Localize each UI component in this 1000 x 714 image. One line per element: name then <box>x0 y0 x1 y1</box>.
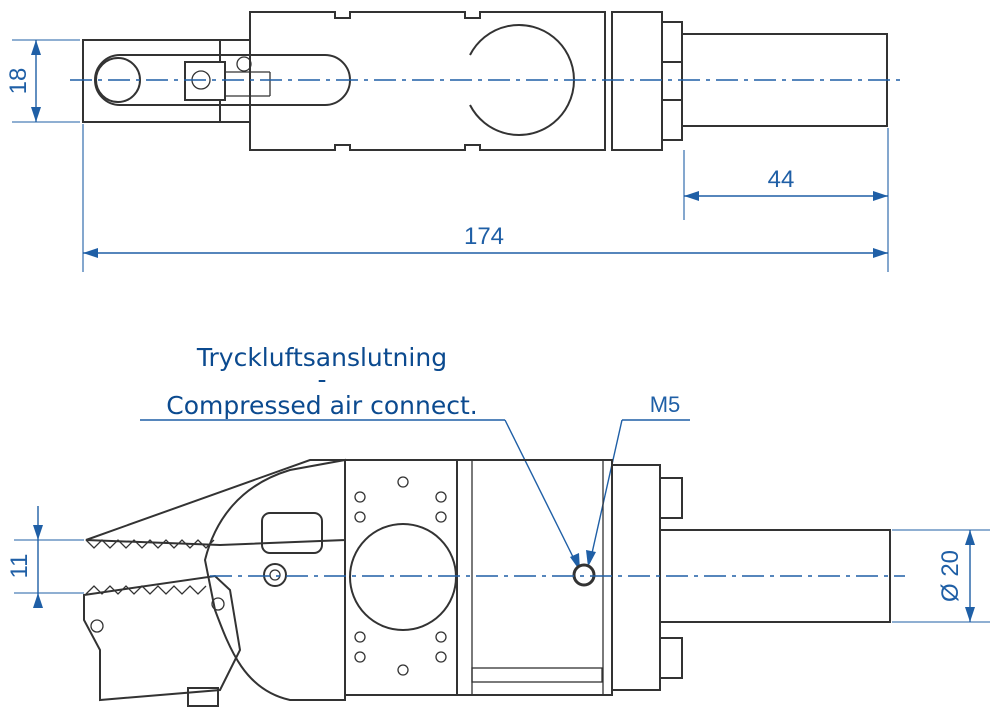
side-dimensions: 11 Ø 20 <box>6 506 990 623</box>
side-flange <box>611 464 661 691</box>
top-piston-arc <box>469 24 575 136</box>
top-slider <box>225 71 271 97</box>
dim-top-height: 18 <box>5 68 32 95</box>
gear-center-icon <box>269 569 281 581</box>
upper-jaw-teeth <box>85 539 215 549</box>
gripper-housing <box>203 458 346 701</box>
lower-jaw-screw-icon <box>90 619 104 633</box>
top-flange-bolt-lower <box>661 99 683 141</box>
side-flange-bolt-lower <box>659 637 683 679</box>
lower-jaw <box>83 574 242 702</box>
callout-thread-size: M5 <box>650 392 681 417</box>
main-body-bore <box>349 523 457 631</box>
top-view <box>70 11 905 151</box>
top-screw-block <box>184 61 226 101</box>
side-view <box>83 458 905 707</box>
housing-window <box>261 512 323 554</box>
lower-jaw-teeth <box>85 585 207 595</box>
top-flange-bolt-upper <box>661 21 683 63</box>
dim-jaw-opening: 11 <box>6 554 33 579</box>
top-flange <box>611 11 663 151</box>
top-dimensions: 18 44 174 <box>5 39 889 272</box>
dim-overall-length: 174 <box>464 223 504 250</box>
callout-label-swedish: Tryckluftsanslutning <box>196 343 447 372</box>
dim-rod-length: 44 <box>768 166 795 193</box>
callout-separator: - <box>317 365 326 394</box>
main-body <box>344 459 458 696</box>
gear-icon <box>263 563 287 587</box>
lower-jaw-pivot-icon <box>211 597 225 611</box>
air-connection-port <box>572 563 596 587</box>
cylinder-slot <box>471 667 603 683</box>
lower-jaw-clamp <box>187 687 219 707</box>
air-connection-callout: Tryckluftsanslutning - Compressed air co… <box>140 343 690 571</box>
mounting-holes <box>354 476 447 676</box>
dim-rod-diameter: Ø 20 <box>937 550 964 602</box>
top-small-screw-icon <box>236 56 252 72</box>
top-main-body <box>249 11 606 151</box>
side-flange-bolt-upper <box>659 477 683 519</box>
callout-label-english: Compressed air connect. <box>166 391 477 420</box>
